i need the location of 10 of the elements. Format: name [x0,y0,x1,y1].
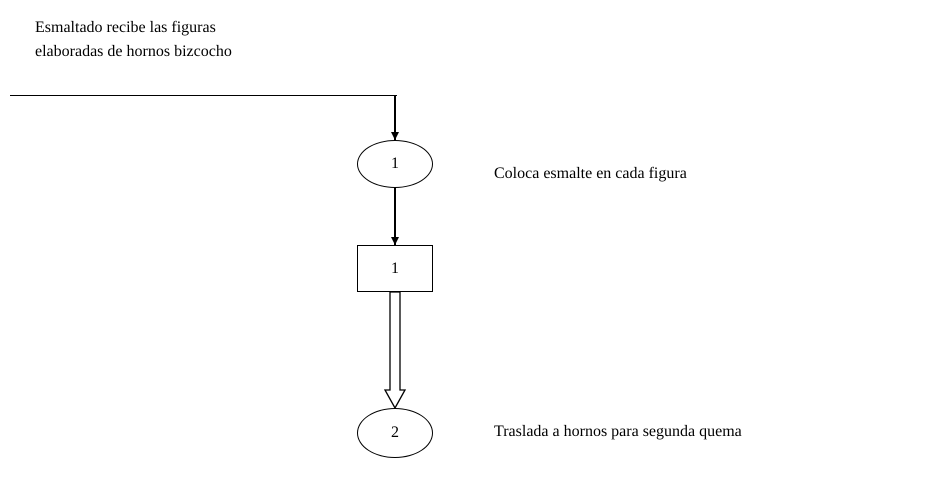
node-number: 1 [391,154,399,174]
description-text: Esmaltado recibe las figuras elaboradas de hornos bizcocho [35,18,233,62]
node-number: 1 [391,258,399,278]
arrow [391,96,399,140]
hollow-arrow [384,291,406,410]
step-description: Coloca esmalte en cada figura [494,164,687,184]
step-description: Traslada a hornos para segunda quema [494,422,742,442]
arrow [391,188,399,245]
inspection-box [357,245,433,292]
node-number: 2 [391,423,399,443]
